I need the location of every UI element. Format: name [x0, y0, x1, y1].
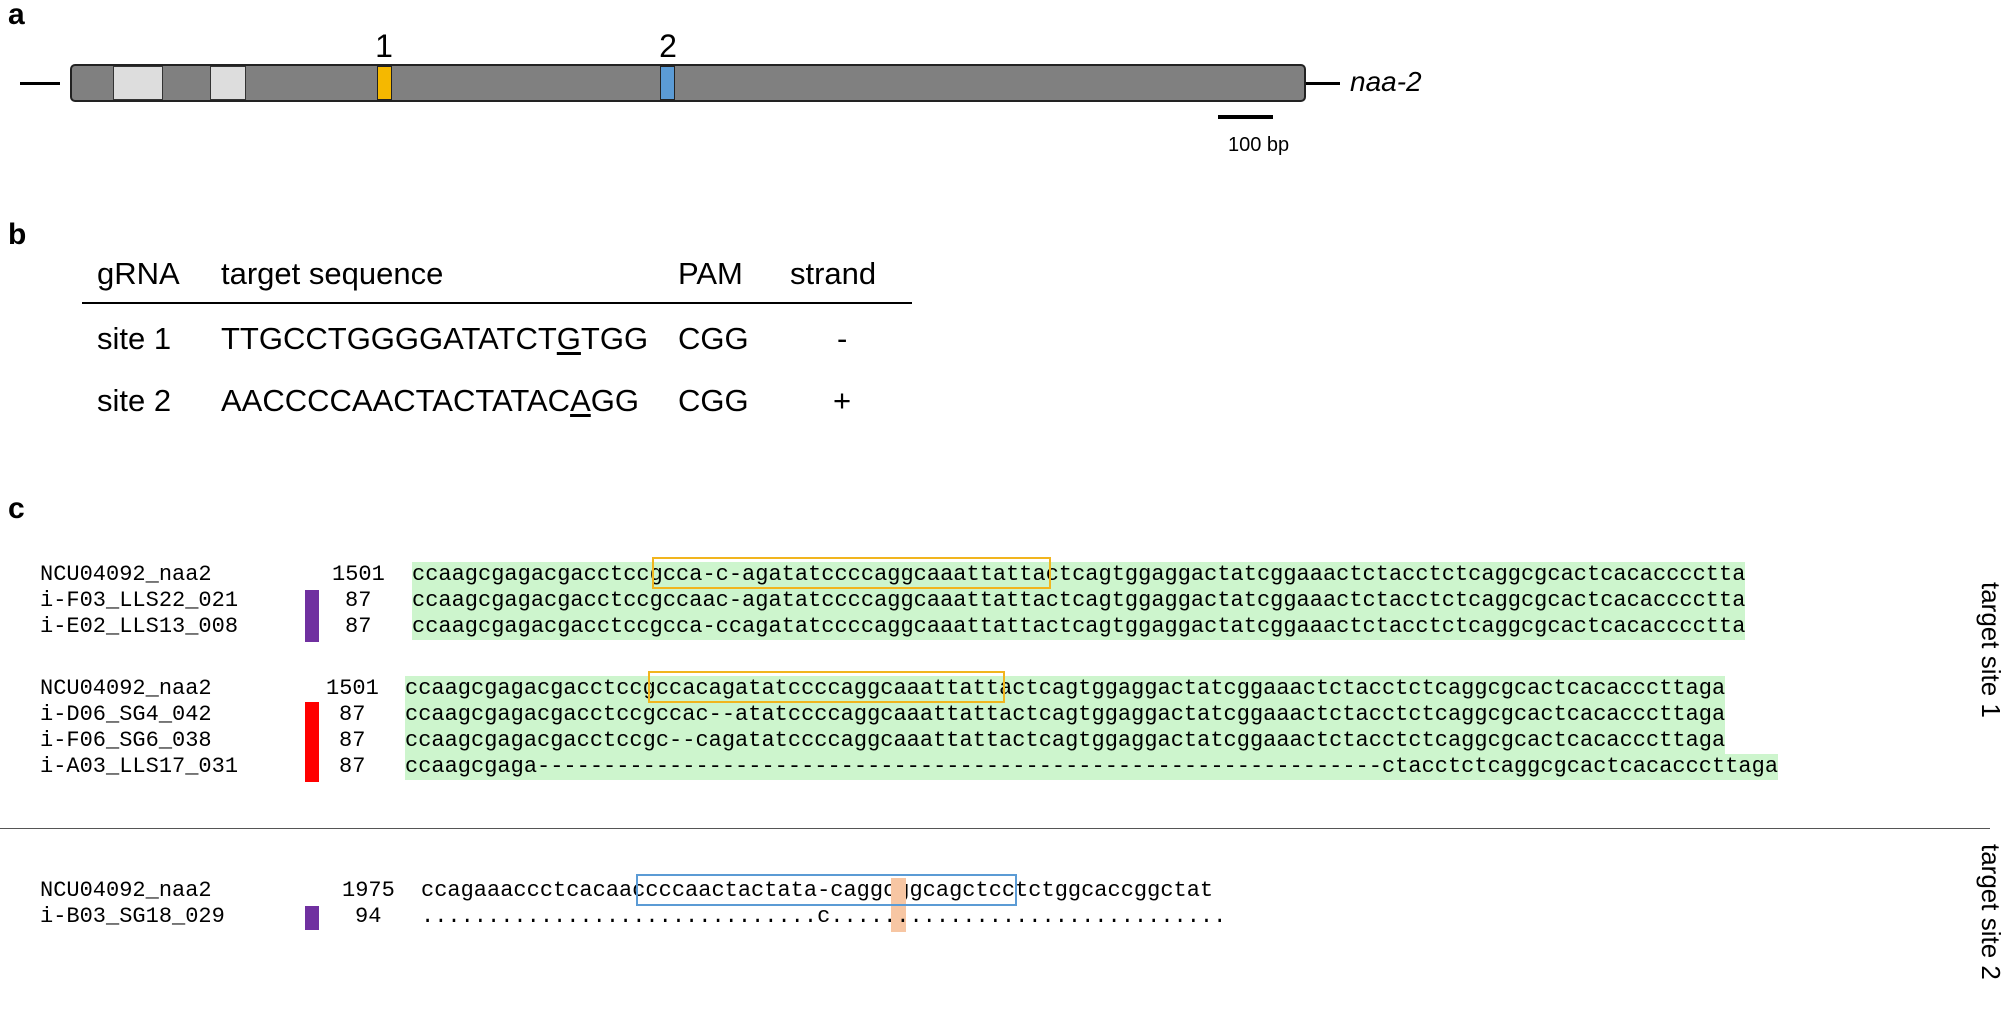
seq-position: 1501 — [332, 562, 385, 587]
alignment-sequence: ..............................c.........… — [421, 904, 1227, 929]
col-header-target-sequence: target sequence — [221, 256, 444, 291]
alignment-sequence: ccaagcgagacgacctccgc--cagatatccccaggcaaa… — [405, 728, 1726, 754]
exon-block-2 — [210, 66, 246, 100]
exon-block-1 — [113, 66, 163, 100]
target-site-1-box — [652, 557, 1051, 589]
seq-name: i-E02_LLS13_008 — [40, 614, 239, 639]
target-site-divider — [0, 828, 1990, 829]
genotype-bar-purple — [305, 906, 319, 930]
row-1-strand: - — [837, 321, 848, 356]
site-2-marker — [660, 66, 675, 100]
alignment-sequence: ccaagcgagacgacctccgccaac-agatatccccaggca… — [412, 588, 1746, 614]
target-site-1-label: target site 1 — [1976, 582, 2006, 718]
col-header-grna: gRNA — [97, 256, 180, 291]
seq-name: NCU04092_naa2 — [40, 878, 212, 903]
row-2-target-sequence: AACCCCAACTACTATACAGG — [221, 383, 639, 418]
genotype-bar-purple — [305, 590, 319, 642]
table-header-rule — [82, 302, 912, 304]
row-1-pam: CGG — [678, 321, 749, 356]
seq-position: 1501 — [326, 676, 379, 701]
alignment-sequence: ccaagcgagacgacctccgcca-c-agatatccccaggca… — [412, 562, 1746, 588]
site-1-marker — [377, 66, 392, 100]
seq-position: 94 — [355, 904, 382, 929]
alignment-sequence: ccaagcgagacgacctccgccacagatatccccaggcaaa… — [405, 676, 1726, 702]
row-2-grna: site 2 — [97, 383, 172, 418]
seq-position: 87 — [339, 754, 366, 779]
gene-name: naa-2 — [1350, 66, 1422, 97]
genotype-bar-red — [305, 702, 319, 782]
target-site-2-label: target site 2 — [1976, 844, 2006, 980]
seq-position: 87 — [339, 702, 366, 727]
gene-flank-left — [20, 82, 60, 85]
seq-position: 1975 — [342, 878, 395, 903]
seq-name: NCU04092_naa2 — [40, 676, 212, 701]
row-2-pam: CGG — [678, 383, 749, 418]
seq-name: i-A03_LLS17_031 — [40, 754, 239, 779]
seq-name: i-F03_LLS22_021 — [40, 588, 239, 613]
seq-position: 87 — [339, 728, 366, 753]
gene-body — [70, 64, 1306, 102]
gene-flank-right — [1300, 82, 1340, 85]
seq-name: i-B03_SG18_029 — [40, 904, 225, 929]
seq-position: 87 — [345, 614, 372, 639]
site-1-number: 1 — [375, 28, 393, 64]
target-site-1-box — [648, 671, 1005, 703]
col-header-pam: PAM — [678, 256, 743, 291]
scale-bar-label: 100 bp — [1228, 134, 1290, 156]
row-1-grna: site 1 — [97, 321, 172, 356]
alignment-sequence: ccaagcgagacgacctccgcca-ccagatatccccaggca… — [412, 614, 1746, 640]
panel-label-b: b — [8, 218, 27, 251]
scale-bar — [1218, 115, 1273, 119]
site-2-number: 2 — [659, 28, 677, 64]
alignment-sequence: ccaagcgaga------------------------------… — [405, 754, 1779, 780]
alignment-sequence: ccagaaaccctcacaaccccaactactata-caggcggca… — [421, 878, 1214, 903]
panel-label-a: a — [8, 0, 25, 31]
col-header-strand: strand — [790, 256, 877, 291]
seq-name: i-D06_SG4_042 — [40, 702, 212, 727]
row-1-target-sequence: TTGCCTGGGGATATCTGTGG — [221, 321, 649, 356]
seq-name: i-F06_SG6_038 — [40, 728, 212, 753]
alignment-sequence: ccaagcgagacgacctccgccac--atatccccaggcaaa… — [405, 702, 1726, 728]
seq-name: NCU04092_naa2 — [40, 562, 212, 587]
row-2-strand: + — [833, 383, 852, 418]
target-site-2-box — [636, 874, 1017, 906]
panel-label-c: c — [8, 492, 25, 525]
seq-position: 87 — [345, 588, 372, 613]
